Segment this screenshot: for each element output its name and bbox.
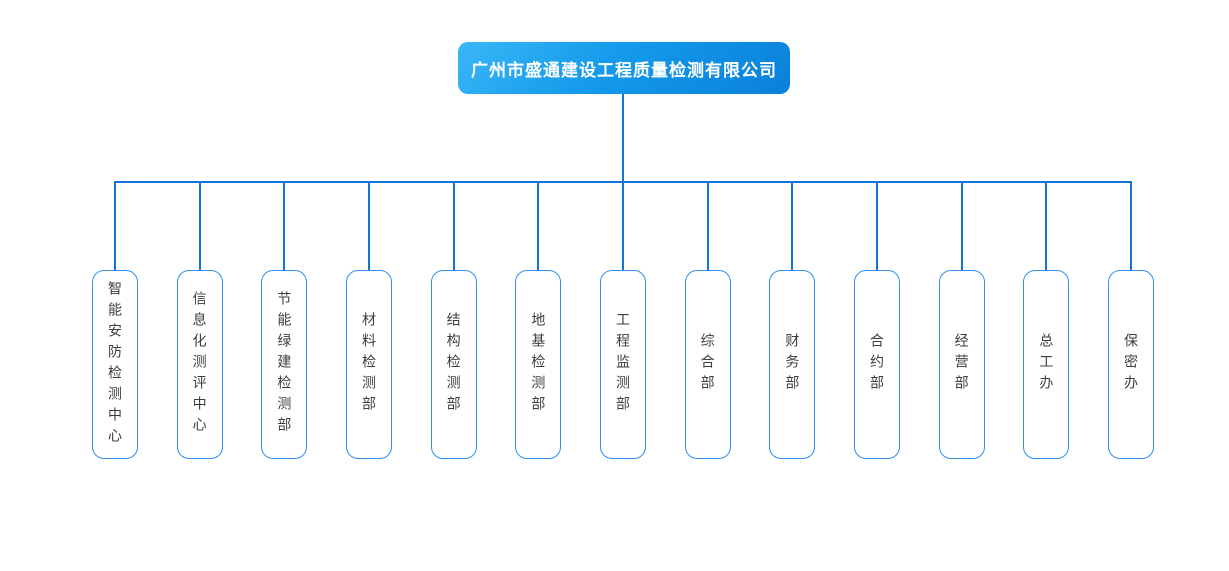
org-dept-label: 保密办 [1123,333,1139,396]
connector-drop [706,181,709,272]
connector-drop [537,181,540,272]
org-dept-label: 地基检测部 [530,312,547,417]
org-dept-node: 经营部 [938,270,985,459]
connector-drop [452,181,455,272]
connector-drop [1045,181,1048,272]
connector-drop [283,181,286,272]
org-root-node: 广州市盛通建设工程质量检测有限公司 [458,42,790,94]
org-dept-label: 信息化测评中心 [191,291,208,438]
org-dept-node: 财务部 [769,270,816,459]
org-dept-node: 总工办 [1023,270,1070,459]
org-dept-node: 节能绿建检测部 [261,270,308,459]
connector-drop [876,181,878,272]
connector-drop [960,181,963,272]
connector-drop [1130,181,1132,272]
org-dept-node: 结构检测部 [430,270,477,459]
connector-drop [368,181,370,272]
org-dept-node: 保密办 [1108,270,1154,459]
org-dept-label: 结构检测部 [445,312,462,417]
org-dept-label: 节能绿建检测部 [276,291,293,438]
org-dept-node: 材料检测部 [346,270,392,459]
connector-drop [622,181,624,272]
org-dept-node: 综合部 [684,270,731,459]
org-dept-node: 合约部 [854,270,900,459]
org-dept-label: 经营部 [953,333,970,396]
connector-drop [114,181,116,272]
org-dept-node: 工程监测部 [600,270,646,459]
org-dept-label: 总工办 [1038,333,1055,396]
org-dept-label: 财务部 [784,333,801,396]
org-dept-label: 材料检测部 [361,312,377,417]
connector-trunk [622,94,624,181]
org-dept-node: 信息化测评中心 [176,270,223,459]
org-dept-label: 智能安防检测中心 [107,280,123,449]
connector-drop [198,181,201,272]
org-root-label: 广州市盛通建设工程质量检测有限公司 [471,60,777,80]
org-dept-label: 合约部 [869,333,885,396]
connector-drop [791,181,794,272]
org-dept-label: 工程监测部 [615,312,631,417]
org-dept-node: 地基检测部 [515,270,562,459]
org-dept-node: 智能安防检测中心 [92,270,138,459]
org-dept-label: 综合部 [699,333,716,396]
